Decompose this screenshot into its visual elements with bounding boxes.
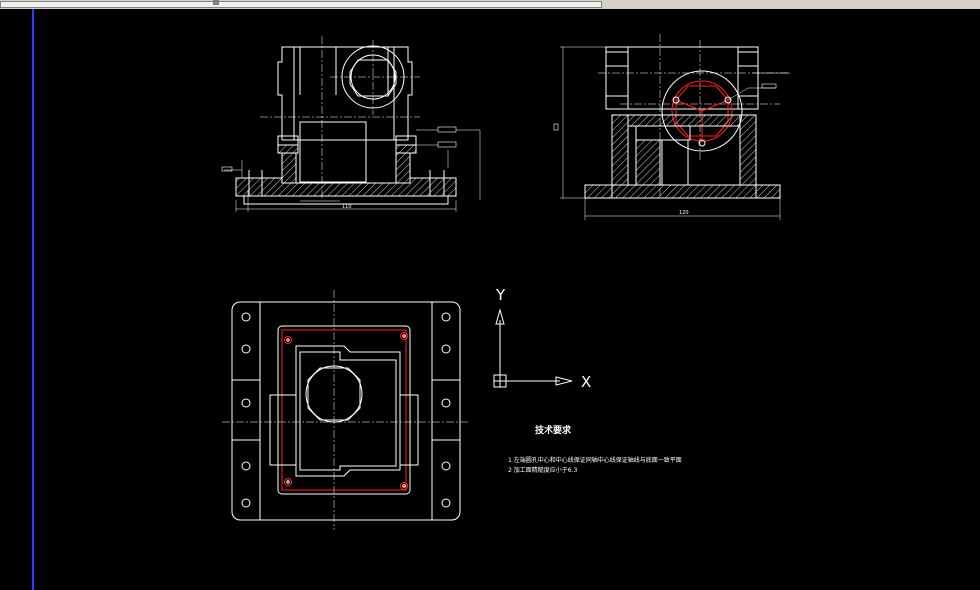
plan-view xyxy=(222,290,470,530)
scroll-thumb-icon[interactable] xyxy=(0,1,602,8)
front-width-dimension: 110 xyxy=(342,204,352,210)
side-view: 120 xyxy=(553,34,790,220)
technical-requirements: 技术要求 1 左端圆孔中心和中心线保证同轴中心线保证轴线与底面一致平面 2 加工… xyxy=(508,424,682,474)
drawing-canvas[interactable]: 110 xyxy=(0,9,980,590)
ucs-axis-icon: Y X xyxy=(493,286,591,391)
cad-drawing: 110 xyxy=(221,34,790,530)
top-scrollbar[interactable] xyxy=(0,0,980,9)
viewport-border xyxy=(32,9,34,590)
tech-req-title: 技术要求 xyxy=(535,424,572,436)
left-viewport-edge xyxy=(0,9,34,590)
tech-req-line-2: 2 加工面精糙度应小于6.3 xyxy=(508,466,577,474)
side-width-dimension: 120 xyxy=(679,210,689,216)
ucs-x-label: X xyxy=(581,373,591,391)
ucs-y-label: Y xyxy=(495,286,506,304)
front-view: 110 xyxy=(221,36,481,212)
tech-req-line-1: 1 左端圆孔中心和中心线保证同轴中心线保证轴线与底面一致平面 xyxy=(508,456,682,464)
scroll-marker xyxy=(213,0,219,5)
